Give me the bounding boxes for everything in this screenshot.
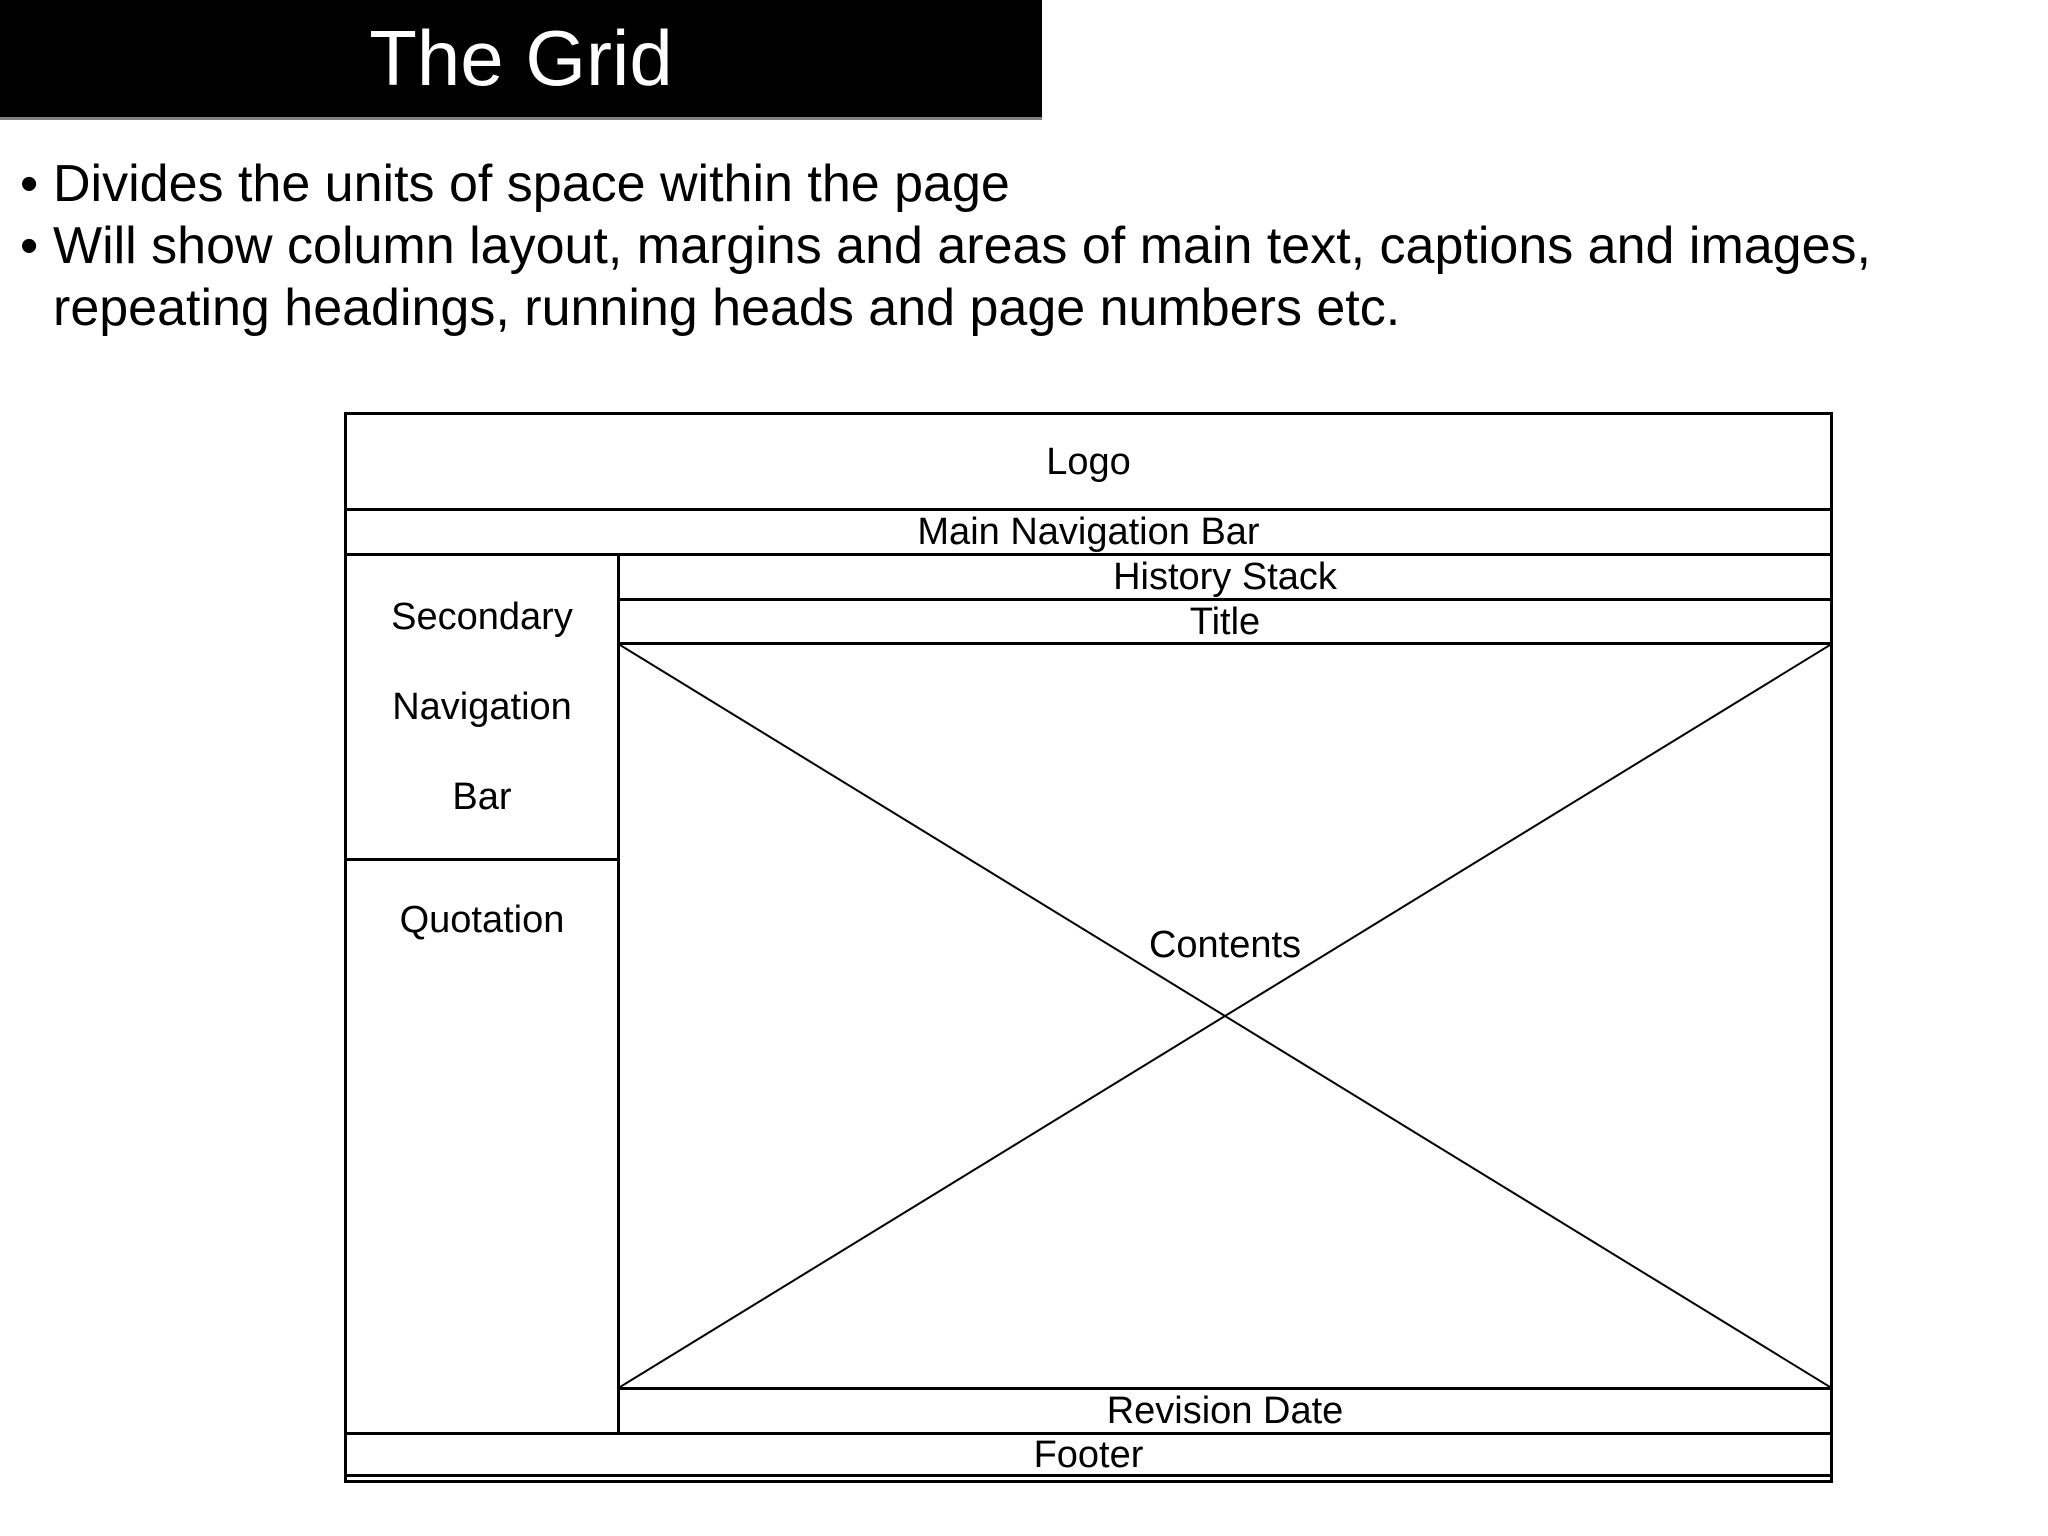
logo-label: Logo <box>1046 440 1131 483</box>
history-stack-label: History Stack <box>1113 556 1337 598</box>
secondary-nav-line: Navigation <box>392 686 572 728</box>
quotation-label: Quotation <box>399 899 565 941</box>
history-stack-region: History Stack <box>620 556 1830 601</box>
secondary-nav-line: Secondary <box>391 596 573 638</box>
bullet-item: • Will show column layout, margins and a… <box>20 215 2020 339</box>
contents-region: Contents <box>620 645 1830 1390</box>
main-navigation-bar-label: Main Navigation Bar <box>917 511 1260 553</box>
revision-date-region: Revision Date <box>620 1390 1830 1432</box>
main-navigation-bar-region: Main Navigation Bar <box>347 511 1830 556</box>
diagram-middle-section: Secondary Navigation Bar Quotation Histo… <box>347 556 1830 1435</box>
quotation-region: Quotation <box>347 861 617 1432</box>
secondary-nav-line: Bar <box>452 776 512 818</box>
bullet-list: • Divides the units of space within the … <box>20 153 2020 339</box>
logo-region: Logo <box>347 415 1830 511</box>
bullet-text: Will show column layout, margins and are… <box>53 215 2020 339</box>
bullet-text: Divides the units of space within the pa… <box>53 155 1010 213</box>
title-region-label: Title <box>1189 600 1261 643</box>
bullet-dot: • <box>20 217 39 275</box>
left-column: Secondary Navigation Bar Quotation <box>347 556 620 1432</box>
contents-label: Contents <box>1148 924 1302 966</box>
bullet-text-line-2: repeating headings, running heads and pa… <box>53 279 1401 337</box>
title-region: Title <box>620 601 1830 645</box>
title-bar: The Grid <box>0 0 1042 120</box>
bottom-strip <box>347 1477 1830 1480</box>
slide-title: The Grid <box>369 14 673 102</box>
crossed-diagonals-icon <box>620 645 1830 1387</box>
right-column: History Stack Title Contents Revision Da… <box>620 556 1830 1432</box>
bullet-text-line-1: Will show column layout, margins and are… <box>53 217 1871 275</box>
footer-label: Footer <box>1033 1433 1144 1476</box>
secondary-navigation-bar-region: Secondary Navigation Bar <box>347 556 617 861</box>
bullet-dot: • <box>20 155 39 213</box>
revision-date-label: Revision Date <box>1106 1390 1344 1432</box>
footer-region: Footer <box>347 1433 1830 1477</box>
bullet-item: • Divides the units of space within the … <box>20 153 2020 215</box>
wireframe-diagram: Logo Main Navigation Bar Secondary Navig… <box>344 412 1833 1483</box>
